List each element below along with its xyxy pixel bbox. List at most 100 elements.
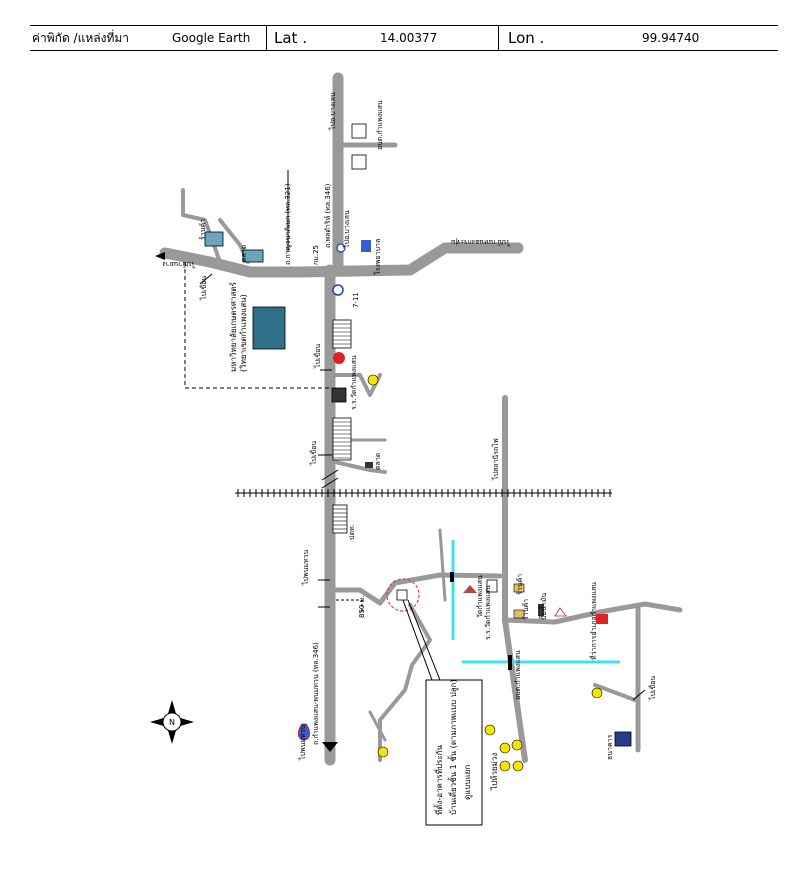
marker-circle — [499, 760, 511, 772]
police-icon — [333, 352, 345, 364]
shop-icon — [486, 579, 498, 593]
site-house-icon — [396, 589, 408, 601]
label-shop-2: ร้านค้า — [522, 599, 530, 620]
direction-arrows — [199, 170, 646, 701]
label-pump: ปั๊มน้ำมัน — [537, 593, 548, 620]
coordinate-header: ค่าพิกัด /แหล่งที่มา Google Earth Lat . … — [30, 25, 778, 51]
label-to-phanom: ไปพนมทวน — [301, 549, 310, 586]
label-shop-1: ร้านค้า — [516, 574, 524, 595]
bank-icon — [596, 614, 608, 624]
label-temple: วัดกำแพงแสน — [476, 575, 484, 618]
road-site-up — [438, 528, 447, 602]
pump-icon — [554, 607, 567, 617]
marker-circle — [367, 374, 379, 386]
label-to-sri: ไปห้วยม่วง — [490, 753, 499, 791]
road-site-left — [368, 710, 387, 742]
dashed-route — [184, 262, 330, 389]
road-south-east-3 — [593, 683, 637, 702]
header-divider — [498, 26, 499, 50]
legend-line1: ที่ตั้ง-อาคารที่ประกัน — [433, 745, 444, 815]
lon-value: 99.94740 — [642, 31, 700, 45]
railway — [235, 489, 612, 497]
road-site-down — [378, 603, 432, 762]
marker-circle — [591, 687, 603, 699]
legend-line3: ดูแบบแยก — [463, 765, 473, 800]
lat-label: Lat . — [274, 29, 307, 47]
label-to-left3: ไปเขื่อน — [313, 344, 322, 369]
branch-road-mid-1 — [333, 373, 382, 397]
label-km25: กม.25 — [312, 245, 320, 265]
label-to-left4: ไปเขื่อน — [309, 441, 318, 466]
branch-road-mid-3 — [333, 460, 387, 474]
label-seven: 7-11 — [352, 292, 360, 308]
compass-rose-icon: N — [150, 700, 194, 744]
south-arrow-icon — [322, 742, 338, 752]
building-block — [332, 417, 352, 461]
label-to-river: ไปบ้านหนองกระทุ่ม — [451, 238, 511, 247]
temple-icon — [463, 585, 477, 593]
label-bank: ธนาคาร — [606, 734, 614, 760]
map-labels: ไปอ.บางเลน อบต.กำแพงแสน ถ.พลดำริห์ (ทล.3… — [162, 92, 657, 791]
label-hospital: โรงพยาบาล — [373, 239, 382, 275]
label-rail: ไปสถานีรถไฟ — [491, 438, 500, 481]
coord-source-value: Google Earth — [172, 31, 251, 45]
road-south-east — [502, 601, 683, 625]
building-icon — [204, 231, 224, 247]
number-markers — [367, 374, 603, 772]
label-road-346: ถ.พลดำริห์ (ทล.346) — [324, 183, 332, 248]
hospital-icon — [361, 240, 371, 252]
crossing-mark — [321, 469, 339, 489]
compass-north-label: N — [169, 718, 175, 727]
shop-icon — [513, 583, 525, 593]
label-pointer-to: ไปเขื่อน — [648, 676, 657, 701]
gas-station-icon — [297, 723, 311, 741]
site-pointer-line — [407, 599, 441, 681]
shop-icon — [513, 609, 525, 619]
marker-circle — [484, 724, 496, 736]
canals — [451, 540, 620, 664]
legend-line2: บ้านเดี่ยวชั้น 1 ชั้น (ตามภาพแบบ ปลูก) — [447, 679, 459, 815]
university-building-icon — [252, 306, 286, 350]
arrow-line — [632, 689, 646, 701]
buildings — [204, 123, 632, 747]
label-university: มหาวิทยาลัยเกษตรศาสตร์ — [228, 281, 238, 372]
label-sub-office: อบต.กำแพงแสน — [514, 650, 522, 700]
building-block — [332, 504, 348, 534]
label-road-321: ถ.กาญจนาภิเษก (ทล.321) — [284, 183, 292, 265]
label-sub-district: ที่ว่าการอำเภอกำแพงแสน — [589, 582, 598, 660]
label-to-bang-len-2: ไปอ.บางเลน — [342, 210, 351, 249]
dashed-route-2 — [336, 599, 363, 614]
marker-circle — [377, 746, 389, 758]
lon-label: Lon . — [508, 29, 545, 47]
label-building-south: ปตท. — [348, 524, 356, 540]
site-pointer-line — [402, 599, 433, 681]
legend-box: ที่ตั้ง-อาคารที่ประกัน บ้านเดี่ยวชั้น 1 … — [425, 679, 483, 826]
label-km: 850 ม. — [358, 596, 366, 618]
label-building-nw: ร้านค้า — [199, 219, 207, 240]
building-icon — [331, 387, 347, 403]
marker-circle — [499, 742, 511, 754]
building-block — [332, 319, 352, 349]
header-divider — [266, 26, 267, 50]
building-icon — [365, 462, 373, 468]
label-school: ร.ร.วัดกำแพงแสน — [484, 585, 492, 640]
label-road-south: ถ.กำแพงแสน-พนมทวน (ทล.346) — [312, 642, 320, 745]
label-to-bang-len: ไปอ.บางเลน — [328, 92, 337, 131]
building-icon — [614, 731, 632, 747]
label-building: อบต.กำแพงแสน — [376, 100, 384, 150]
label-market-mid: ตลาด — [374, 453, 382, 470]
marker-circle — [511, 739, 523, 751]
label-to-left1: ไปบ้านยาง — [162, 260, 196, 269]
label-university-2: (วิทยาเขตกำแพงแสน) — [239, 294, 248, 372]
label-school-mid: ร.ร.วัดกำแพงแสน — [350, 355, 358, 410]
gas-station-icon — [336, 243, 346, 253]
arrow-line — [199, 273, 213, 285]
label-to-left2: ไปเขื่อน — [199, 276, 208, 301]
label-building-nw-2: ตลาด — [240, 245, 248, 262]
building-icon — [351, 123, 367, 139]
marker-circle — [512, 760, 524, 772]
building-icon — [351, 154, 367, 170]
label-to-south: ไปพนมทวน — [298, 724, 307, 761]
west-arrow-icon — [155, 252, 165, 260]
